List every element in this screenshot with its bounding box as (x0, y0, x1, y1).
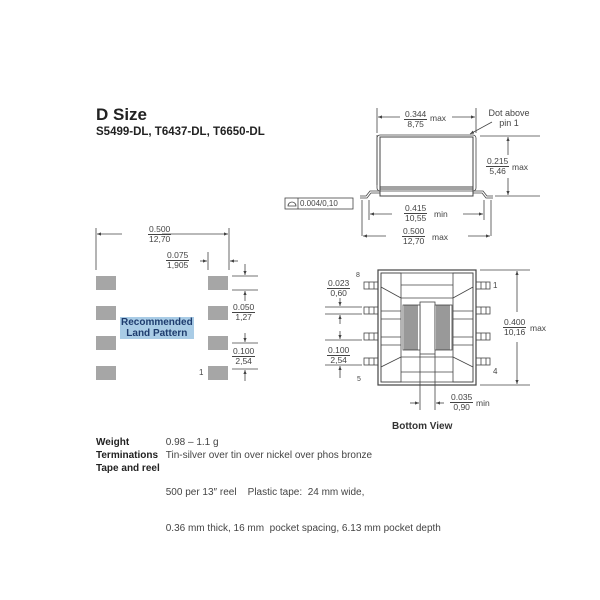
pin-5-label: 5 (357, 376, 361, 383)
bottom-view-drawing (325, 269, 530, 410)
land-pad-length: 0.075 1,905 (166, 250, 190, 270)
pin-1-label: 1 (493, 281, 498, 290)
dim-height: 0.215 5,46 (486, 156, 510, 176)
dim-overall-width: 0.500 12,70 (402, 226, 426, 246)
part-numbers: S5499-DL, T6437-DL, T6650-DL (96, 126, 265, 138)
dim-inner-width: 0.415 10,55 (404, 203, 428, 223)
dim-suffix: max (530, 323, 547, 333)
pin-4-label: 4 (493, 367, 498, 376)
spec-row: Tape and reel 500 per 13″ reel Plastic t… (96, 463, 441, 534)
dim-top-width: 0.344 8,75 (404, 109, 428, 129)
spec-row: Weight 0.98 – 1.1 g (96, 437, 219, 448)
dim-suffix: max (512, 162, 529, 172)
side-view-drawing (284, 108, 540, 238)
land-pads (96, 276, 228, 380)
land-pitch: 0.100 2,54 (232, 346, 256, 366)
land-pattern-label: Recommended Land Pattern (120, 317, 194, 339)
specs-table: Weight 0.98 – 1.1 g Terminations Tin-sil… (96, 437, 445, 560)
dim-suffix: min (476, 398, 490, 408)
bottom-pitch: 0.100 2,54 (327, 345, 351, 365)
spec-row: Terminations Tin-silver over tin over ni… (96, 450, 373, 461)
bottom-lead-width: 0.023 0,60 (327, 278, 351, 298)
dim-suffix: max (432, 232, 449, 242)
land-pin1-label: 1 (199, 368, 204, 377)
dim-suffix: min (434, 209, 448, 219)
land-pattern-drawing (95, 228, 258, 381)
bottom-body-length: 0.400 10,16 (503, 317, 527, 337)
coplanarity-value: 0.004/0,10 (300, 199, 338, 208)
pin1-note: Dot above pin 1 (488, 108, 530, 128)
pin-8-label: 8 (356, 272, 360, 279)
land-overall-width: 0.500 12,70 (148, 224, 172, 244)
page-title: D Size (96, 105, 148, 124)
land-pad-width: 0.050 1,27 (232, 302, 256, 322)
dim-suffix: max (430, 113, 447, 123)
bottom-gap: 0.035 0,90 (450, 392, 474, 412)
bottom-view-caption: Bottom View (392, 421, 453, 432)
coil-windings (402, 304, 453, 351)
